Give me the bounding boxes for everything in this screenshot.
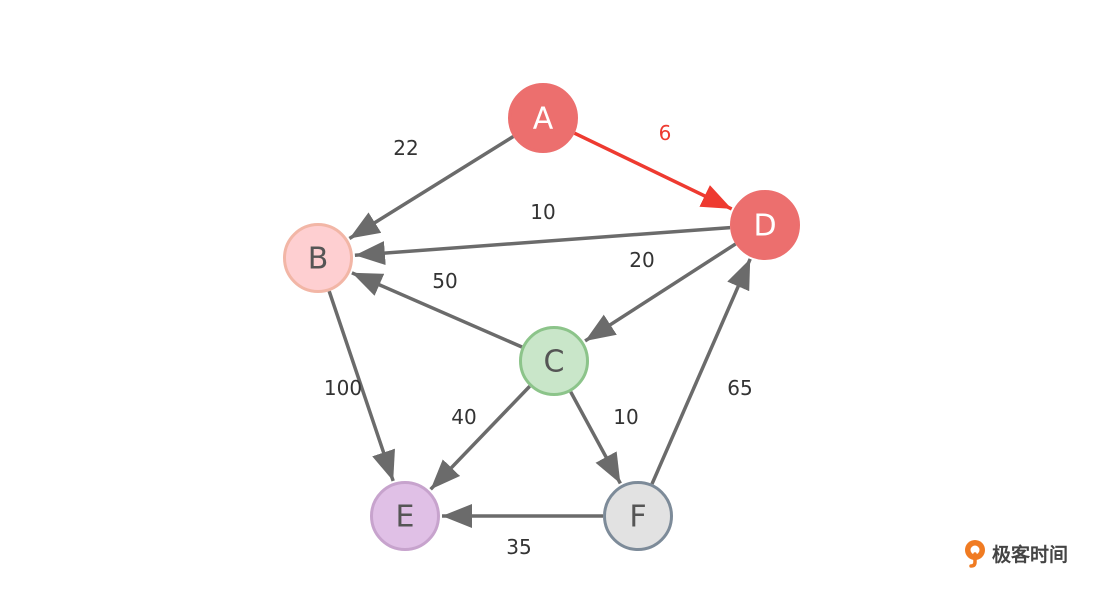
watermark-logo: 极客时间 [962,538,1068,568]
edge-weight-F-E: 35 [506,535,531,559]
edge-F-D [650,258,752,485]
edge-D-B [354,225,731,266]
edge-weight-C-B: 50 [432,269,457,293]
edge-A-B [348,135,515,240]
edges-layer [327,131,752,528]
node-label-E: E [396,500,415,535]
edge-weight-A-D: 6 [659,121,672,145]
edge-D-C [584,242,737,343]
edge-A-D [573,131,733,211]
node-label-F: F [629,500,646,535]
node-label-B: B [308,242,329,277]
nodes-layer: A B C D E F [283,83,800,551]
node-circle-A [508,83,578,153]
node-label-D: D [753,209,776,244]
node-D: D [730,190,800,260]
edge-C-B [351,271,523,349]
edge-weight-C-F: 10 [613,405,638,429]
geektime-logo-icon [965,540,985,568]
edge-C-F [569,390,622,485]
node-E: E [370,481,440,551]
node-F: F [603,481,673,551]
edge-B-E [327,290,395,482]
node-C: C [519,326,589,396]
node-circle-F [603,481,673,551]
node-circle-B [283,223,353,293]
node-A: A [508,83,578,153]
edge-weight-D-B: 10 [530,200,555,224]
node-circle-D [730,190,800,260]
watermark-text: 极客时间 [992,543,1069,566]
edge-C-E [429,385,532,491]
node-circle-C [519,326,589,396]
edge-weight-A-B: 22 [393,136,418,160]
node-label-A: A [533,102,554,137]
node-circle-E [370,481,440,551]
edge-weight-F-D: 65 [727,376,752,400]
edge-weight-C-E: 40 [451,405,476,429]
node-label-C: C [544,345,565,380]
edge-weight-D-C: 20 [629,248,654,272]
edge-labels-layer: 22 6 10 20 50 100 40 10 65 35 [324,121,753,559]
node-B: B [283,223,353,293]
edge-weight-B-E: 100 [324,376,362,400]
